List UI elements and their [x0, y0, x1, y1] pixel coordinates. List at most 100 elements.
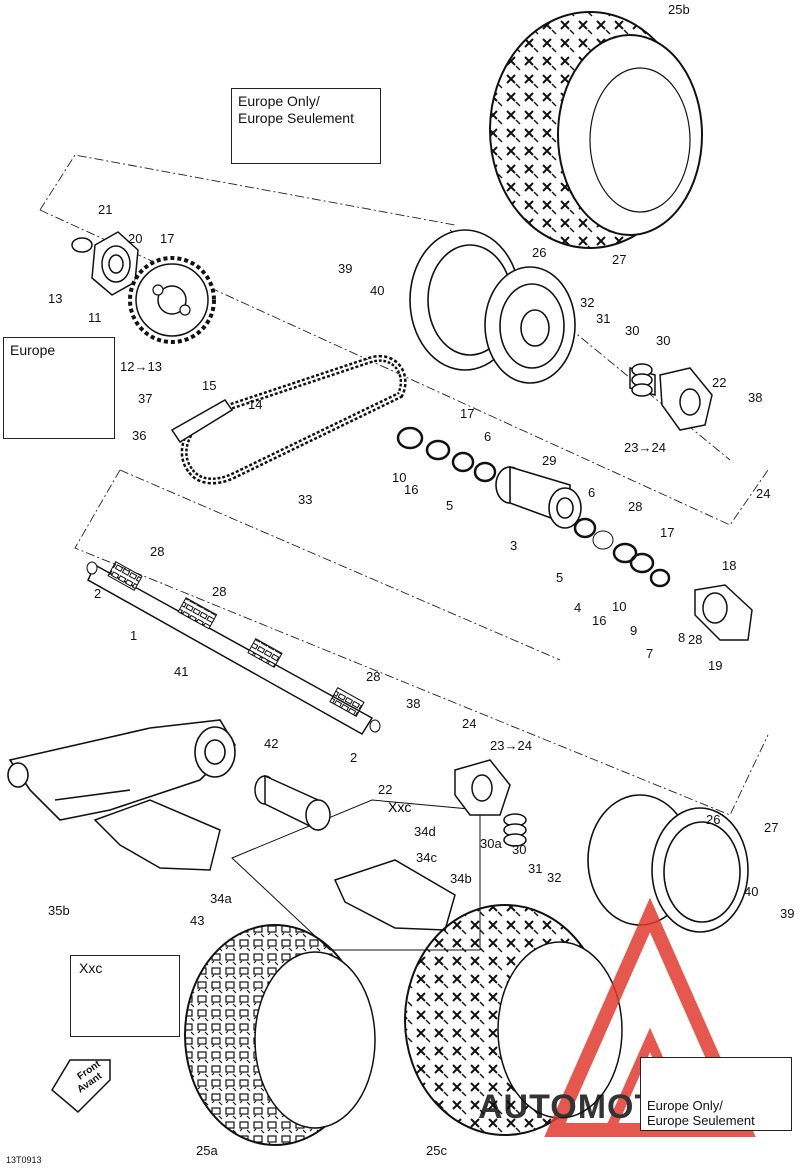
part-label: 24: [462, 716, 476, 731]
xxc-label-center: Xxc: [388, 799, 412, 815]
part-label: 17: [460, 406, 474, 421]
part-label: 29: [542, 453, 556, 468]
part-label: 38: [406, 696, 420, 711]
tire-25b: [489, 11, 703, 249]
part-label: 30: [512, 842, 526, 857]
part-label: 25c: [426, 1143, 447, 1158]
hub-23-lower: [454, 759, 527, 847]
hub-23-upper: [629, 363, 713, 431]
seals-rings-lower: [573, 517, 671, 588]
part-label: 34a: [210, 891, 232, 906]
wheel-rim-26-upper: [409, 229, 576, 384]
part-label: 9: [630, 623, 637, 638]
part-label: 4: [574, 600, 581, 615]
part-label: 28: [366, 669, 380, 684]
part-label: 23→24: [490, 738, 532, 753]
part-label: 42: [264, 736, 278, 751]
part-label: 38: [748, 390, 762, 405]
part-label: 12→13: [120, 359, 162, 374]
part-label: 17: [660, 525, 674, 540]
part-label: 25a: [196, 1143, 218, 1158]
front-direction-arrow: Front Avant: [51, 1058, 111, 1114]
part-label: 40: [370, 283, 384, 298]
part-label: 5: [556, 570, 563, 585]
part-label: 7: [646, 646, 653, 661]
part-label: 2: [94, 586, 101, 601]
part-label: 32: [547, 870, 561, 885]
part-label: 23→24: [624, 440, 666, 455]
bearing-carrier-8: [694, 584, 753, 641]
part-label: 27: [612, 252, 626, 267]
part-label: 6: [484, 429, 491, 444]
part-label: 1: [130, 628, 137, 643]
europe-only-line1-bottom: Europe Only/: [647, 1098, 723, 1113]
europe-only-callout-bottom: Europe Only/ Europe Seulement: [640, 1057, 792, 1131]
skid-plate-34b: [333, 859, 456, 931]
part-label: 25b: [668, 2, 690, 17]
part-label: 32: [580, 295, 594, 310]
part-label: 31: [528, 861, 542, 876]
sprocket-hub-11: [71, 231, 139, 296]
part-label: 22: [378, 782, 392, 797]
part-label: 43: [190, 913, 204, 928]
part-label: 22: [712, 375, 726, 390]
figure-code: 13T0913: [6, 1155, 42, 1165]
bearing-housing-3: [495, 465, 582, 529]
europe-label: Europe: [10, 342, 56, 358]
part-label: 35b: [48, 903, 70, 918]
part-labels: 25b4421201726273940131132313030223812→13…: [48, 2, 794, 1158]
chain-guide-36: [170, 399, 234, 444]
tire-25a: [184, 924, 376, 1146]
part-label: 8: [678, 630, 685, 645]
part-label: 26: [532, 245, 546, 260]
part-label: 30a: [480, 836, 502, 851]
rear-axle-1: [86, 561, 381, 736]
europe-callout-left: Europe: [3, 337, 115, 439]
part-label: 34d: [414, 824, 436, 839]
part-label: 18: [722, 558, 736, 573]
europe-only-line2-bottom: Europe Seulement: [647, 1113, 755, 1128]
part-label: 28: [212, 584, 226, 599]
part-label: 5: [446, 498, 453, 513]
part-label: 28: [688, 632, 702, 647]
part-label: 34b: [450, 871, 472, 886]
europe-only-line2: Europe Seulement: [238, 110, 354, 126]
part-label: 21: [98, 202, 112, 217]
part-label: 28: [150, 544, 164, 559]
europe-only-line1: Europe Only/: [238, 93, 320, 109]
part-label: 30: [625, 323, 639, 338]
part-label: 36: [132, 428, 146, 443]
part-label: 16: [404, 482, 418, 497]
swing-arm: [7, 719, 237, 821]
part-label: 41: [174, 664, 188, 679]
part-label: 14: [248, 397, 262, 412]
part-label: 40: [744, 884, 758, 899]
wheel-rim-26-lower: [587, 794, 749, 933]
part-label: 24: [756, 486, 770, 501]
part-label: 20: [128, 231, 142, 246]
part-label: 39: [338, 261, 352, 276]
part-label: 3: [510, 538, 517, 553]
part-label: 2: [350, 750, 357, 765]
part-label: 19: [708, 658, 722, 673]
europe-only-callout-top: Europe Only/ Europe Seulement: [231, 88, 381, 164]
part-label: 33: [298, 492, 312, 507]
part-label: 6: [588, 485, 595, 500]
part-label: 11: [88, 310, 102, 325]
part-label: 16: [592, 613, 606, 628]
part-label: 28: [628, 499, 642, 514]
sprocket-12: [128, 256, 216, 344]
part-label: 34c: [416, 850, 437, 865]
part-label: 37: [138, 391, 152, 406]
xxc-label-left: Xxc: [79, 960, 103, 976]
part-label: 39: [780, 906, 794, 921]
spacer-tube: [254, 774, 331, 832]
part-label: 10: [392, 470, 406, 485]
part-label: 10: [612, 599, 626, 614]
xxc-callout-left: Xxc: [70, 955, 180, 1037]
part-label: 31: [596, 311, 610, 326]
part-label: 27: [764, 820, 778, 835]
part-label: 15: [202, 378, 216, 393]
seals-rings-upper: [396, 426, 497, 483]
